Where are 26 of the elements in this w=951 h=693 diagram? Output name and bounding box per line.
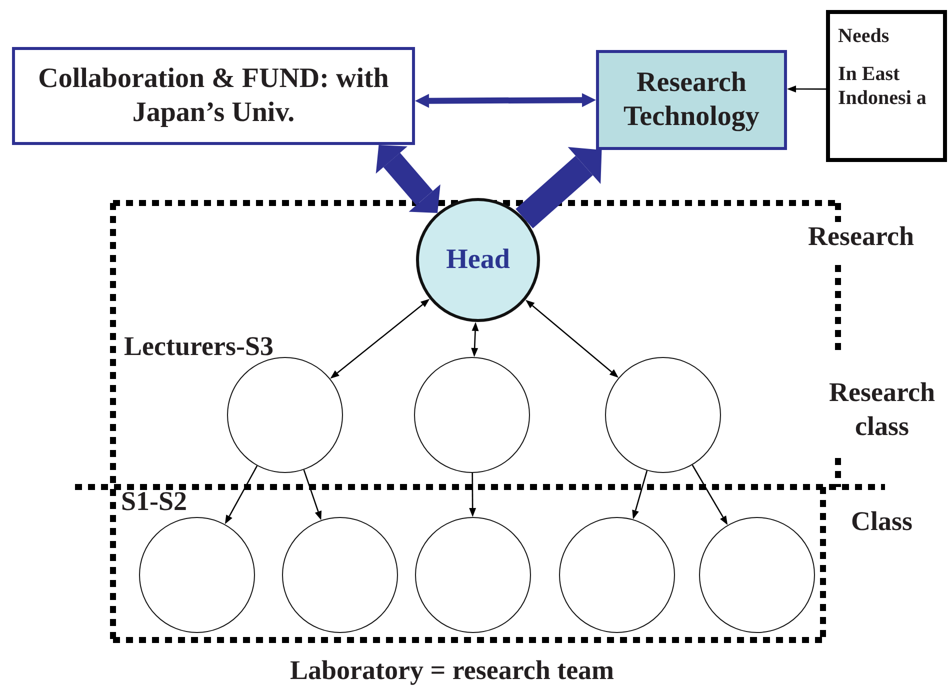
double-headed-block-arrow: [376, 145, 440, 214]
double-headed-arrow: [415, 93, 596, 108]
side-label: Laboratory = research team: [290, 654, 614, 687]
circle-label: Head: [446, 244, 510, 276]
block-arrow: [516, 147, 602, 228]
arrow: [469, 473, 476, 517]
side-label: Research: [808, 220, 914, 253]
box-text: Research Technology: [622, 66, 760, 134]
box-text: Collaboration & FUND: with Japan’s Univ.: [37, 62, 390, 130]
box-text: In East Indonesi a: [838, 62, 928, 110]
box-text: Needs: [838, 24, 890, 48]
side-label: Research class: [828, 376, 936, 443]
arrow: [787, 86, 826, 92]
double-headed-arrow: [471, 322, 479, 358]
arrow: [303, 470, 322, 520]
side-label: S1-S2: [121, 485, 188, 518]
arrow: [692, 464, 728, 525]
side-label: Class: [851, 505, 913, 538]
arrow: [632, 470, 648, 520]
side-label: Lecturers-S3: [124, 330, 274, 363]
double-headed-arrow: [526, 300, 619, 378]
double-headed-arrow: [330, 298, 430, 379]
text-box: [12, 47, 415, 145]
text-box: [596, 50, 787, 150]
arrow: [224, 466, 258, 524]
text-box: [826, 10, 947, 162]
